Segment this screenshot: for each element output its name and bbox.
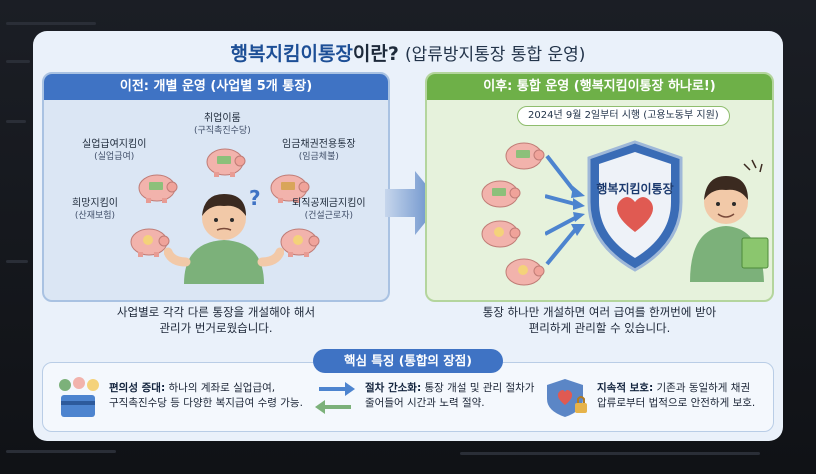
- piggy-bank-icon: [130, 228, 170, 257]
- title-main: 행복지킴이통장: [230, 43, 353, 65]
- background-line: [6, 260, 28, 263]
- page-title: 행복지킴이통장이란? (압류방지통장 통합 운영): [33, 39, 783, 66]
- question-mark: ?: [249, 186, 261, 210]
- after-panel: 이후: 통합 운영 (행복지킴이통장 하나로!) 2024년 9월 2일부터 시…: [425, 72, 774, 335]
- before-panel-header: 이전: 개별 운영 (사업별 5개 통장): [44, 74, 388, 100]
- background-line: [6, 450, 116, 453]
- background-line: [6, 22, 96, 25]
- merge-arrows-icon: [545, 154, 585, 266]
- title-sub: (압류방지통장 통합 운영): [404, 45, 586, 65]
- features-header: 핵심 특징 (통합의 장점): [313, 349, 503, 373]
- confused-person-illustration: [164, 194, 284, 284]
- shield-icon: [587, 140, 683, 272]
- account-label-4: 퇴직공제금지킴이(건설근로자): [292, 198, 366, 221]
- piggy-bank-icon: [206, 148, 246, 177]
- feature-text-convenience: 편의성 증대: 하나의 계좌로 실업급여,구직촉진수당 등 다양한 복지급여 수…: [109, 382, 303, 409]
- wallet-card-icon: [59, 377, 99, 417]
- piggy-bank-icon: [481, 180, 521, 208]
- account-label-3: 희망지킴이(산재보험): [72, 198, 118, 221]
- shield-label: 행복지킴이통장: [596, 182, 674, 196]
- background-line: [460, 452, 760, 455]
- account-label-1: 실업급여지킴이(실업급여): [82, 139, 147, 162]
- piggy-bank-icon: [505, 258, 545, 286]
- shield-lock-icon: [547, 379, 587, 417]
- features-box: 편의성 증대: 하나의 계좌로 실업급여,구직촉진수당 등 다양한 복지급여 수…: [42, 362, 774, 432]
- background-line: [6, 60, 30, 63]
- before-panel: 이전: 개별 운영 (사업별 5개 통장) 취업이룸(구직촉진수당) 실업급여지…: [42, 72, 390, 335]
- process-arrows-icon: [315, 382, 355, 414]
- account-label-0: 취업이룸(구직촉진수당): [194, 113, 251, 136]
- date-note-badge: 2024년 9월 2일부터 시행 (고용노동부 지원): [517, 106, 730, 126]
- background-line: [6, 120, 26, 123]
- account-label-2: 임금채권전용통장(임금체불): [282, 139, 356, 162]
- feature-item-convenience: 편의성 증대: 하나의 계좌로 실업급여,구직촉진수당 등 다양한 복지급여 수…: [55, 377, 303, 419]
- title-suffix: 이란?: [352, 43, 399, 65]
- piggy-bank-icon: [280, 228, 320, 257]
- piggy-bank-icon: [481, 220, 521, 248]
- infographic-card: 행복지킴이통장이란? (압류방지통장 통합 운영) 이전: 개별 운영 (사업별…: [33, 31, 783, 441]
- piggy-bank-icon: [505, 142, 545, 170]
- piggy-bank-icon: [270, 174, 310, 203]
- happy-person-illustration: [690, 159, 769, 282]
- after-panel-header: 이후: 통합 운영 (행복지킴이통장 하나로!): [427, 74, 772, 100]
- piggy-bank-icon: [138, 174, 178, 203]
